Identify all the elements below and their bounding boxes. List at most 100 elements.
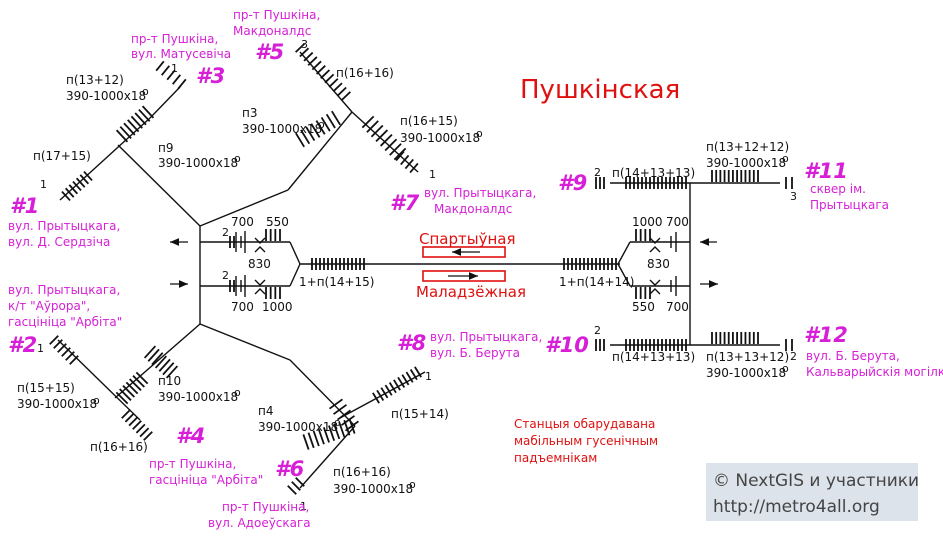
lh-w830: 830 <box>248 257 271 271</box>
stair-step <box>370 124 384 138</box>
stair-step <box>361 115 375 129</box>
stair-step <box>329 398 343 410</box>
exit-4-addr-2: гасцініца "Арбіта" <box>149 473 263 487</box>
stair-step <box>287 485 297 495</box>
degree-mark: о <box>476 127 483 140</box>
exit-11-addr-2: Прытыцкага <box>810 198 889 212</box>
exit-1-end: 1 <box>40 178 47 191</box>
platform-bottom-label: Маладзёжная <box>416 283 526 301</box>
stair-step <box>389 143 402 156</box>
exit-2-number: #2 <box>8 333 37 357</box>
stair-step <box>295 132 305 148</box>
stair-step <box>172 74 181 85</box>
stair-step <box>322 427 330 443</box>
exit-6-addr-1: пр-т Пушкіна, <box>222 500 309 514</box>
stair-step <box>384 138 398 152</box>
stair-step <box>307 56 318 66</box>
copyright-box: © NextGIS и участники http://metro4all.o… <box>706 463 919 521</box>
p3-lift: 390-1000x18 <box>242 122 322 136</box>
stair-step <box>138 108 151 122</box>
stair-step <box>115 391 129 405</box>
gates-left <box>235 231 266 297</box>
lh-w1000: 1000 <box>262 300 293 314</box>
rh-w830: 830 <box>647 257 670 271</box>
stair-step <box>401 374 410 386</box>
stair-step <box>79 174 90 185</box>
exit-8-addr-2: вул. Б. Берута <box>430 346 520 360</box>
stair-step <box>409 162 419 174</box>
rh-w1000: 1000 <box>632 215 663 229</box>
lh-two-b: 2 <box>222 269 229 282</box>
stair-step <box>130 115 143 129</box>
stair-step <box>135 423 146 434</box>
exit-5-end: 3 <box>301 38 308 51</box>
exit-10-number: #10 <box>545 333 589 357</box>
p9-lift: 390-1000x18 <box>158 156 238 170</box>
exit-7-stairs: п(16+15) <box>400 114 458 128</box>
stair-step <box>154 355 168 369</box>
exit-8-stairs: п(15+14) <box>391 407 449 421</box>
lh-w700b: 700 <box>231 300 254 314</box>
lh-two-a: 2 <box>222 226 229 239</box>
p3-label: п3 <box>242 106 257 120</box>
stairs-hatching <box>49 43 793 495</box>
exit-4-addr-1: пр-т Пушкіна, <box>149 457 236 471</box>
stair-step <box>372 392 380 404</box>
degree-mark: о <box>409 478 416 491</box>
exit-6-lift: 390-1000x18 <box>333 482 413 496</box>
exit-8-addr-1: вул. Прытыцкага, <box>430 330 542 344</box>
exit-11-stairs: п(13+12+12) <box>706 140 789 154</box>
stair-step <box>315 120 326 135</box>
stair-step <box>295 477 305 487</box>
exit-2-addr-1: вул. Прытыцкага, <box>8 283 120 297</box>
exit-2-end: 1 <box>37 342 44 355</box>
exit-12-stairs: п(13+13+12) <box>706 350 789 364</box>
stair-step <box>165 365 179 379</box>
exit-12-end: 2 <box>790 350 797 363</box>
stair-step <box>128 416 139 427</box>
stair-step <box>332 82 343 93</box>
note-line-1: Станцыя обарудавана <box>514 417 655 431</box>
stair-step <box>139 427 150 438</box>
stair-step <box>69 355 79 365</box>
exit-2-lift: 390-1000x18 <box>17 397 97 411</box>
stair-step <box>397 376 406 388</box>
stair-step <box>328 425 336 441</box>
stair-step <box>324 73 335 84</box>
p10-label: п10 <box>158 374 181 388</box>
stair-step <box>299 47 310 58</box>
stair-step <box>166 69 176 81</box>
stair-step <box>61 347 71 357</box>
exit-9-stairs: п(14+13+13) <box>612 166 695 180</box>
stair-step <box>337 409 351 421</box>
stair-step <box>333 423 341 440</box>
exit-10-end: 2 <box>594 324 601 337</box>
p10-lift: 390-1000x18 <box>158 390 238 404</box>
exit-1-number: #1 <box>10 194 39 218</box>
stair-step <box>336 86 347 97</box>
stair-step <box>341 415 355 426</box>
direction-arrows <box>170 238 718 288</box>
stair-step <box>75 177 86 188</box>
station-title: Пушкінская <box>520 75 680 105</box>
exit-3-addr-1: пр-т Пушкіна, <box>131 32 218 46</box>
exit-6-addr-2: вул. Адоеўскага <box>208 516 311 530</box>
degree-mark: о <box>334 416 341 429</box>
degree-mark: о <box>782 152 789 165</box>
stair-step <box>72 180 82 192</box>
stair-step <box>158 358 171 372</box>
copyright-line-2[interactable]: http://metro4all.org <box>713 497 880 517</box>
exit-6-number: #6 <box>275 457 304 481</box>
stair-step <box>384 384 393 396</box>
exit-7-addr-1: вул. Прытыцкага, <box>424 186 536 200</box>
stair-step <box>338 421 346 438</box>
stair-step <box>328 78 339 88</box>
exit-7-end: 1 <box>429 168 436 181</box>
stair-step <box>303 51 314 62</box>
stair-step <box>291 481 301 491</box>
stair-step <box>119 126 132 140</box>
exit-11-addr-1: сквер ім. <box>810 182 866 196</box>
exit-5-stairs: п(16+16) <box>336 66 394 80</box>
stair-step <box>404 158 414 170</box>
